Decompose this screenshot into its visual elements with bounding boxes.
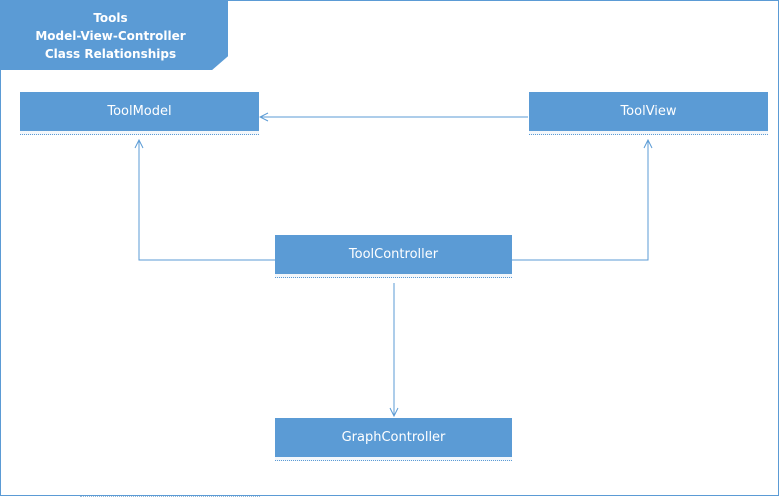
class-box-graphcontroller[interactable]: GraphController <box>275 418 512 461</box>
class-box-toolmodel[interactable]: ToolModel <box>20 92 259 135</box>
bottom-dotted-divider <box>80 496 260 499</box>
class-name-toolmodel: ToolModel <box>20 92 259 131</box>
class-compartment-divider <box>275 274 512 278</box>
class-compartment-divider <box>529 131 768 135</box>
class-name-toolview: ToolView <box>529 92 768 131</box>
title-line-3: Class Relationships <box>44 46 177 61</box>
title-line-2: Model-View-Controller <box>35 28 186 43</box>
class-name-graphcontroller: GraphController <box>275 418 512 457</box>
arrow-toolcontroller-to-toolmodel <box>139 140 275 261</box>
arrow-toolcontroller-to-toolview <box>512 140 648 261</box>
class-compartment-divider <box>275 457 512 461</box>
title-line-1: Tools <box>93 10 128 25</box>
class-box-toolview[interactable]: ToolView <box>529 92 768 135</box>
class-compartment-divider <box>20 131 259 135</box>
diagram-title: Tools Model-View-Controller Class Relati… <box>1 1 228 70</box>
class-box-toolcontroller[interactable]: ToolController <box>275 235 512 278</box>
class-name-toolcontroller: ToolController <box>275 235 512 274</box>
